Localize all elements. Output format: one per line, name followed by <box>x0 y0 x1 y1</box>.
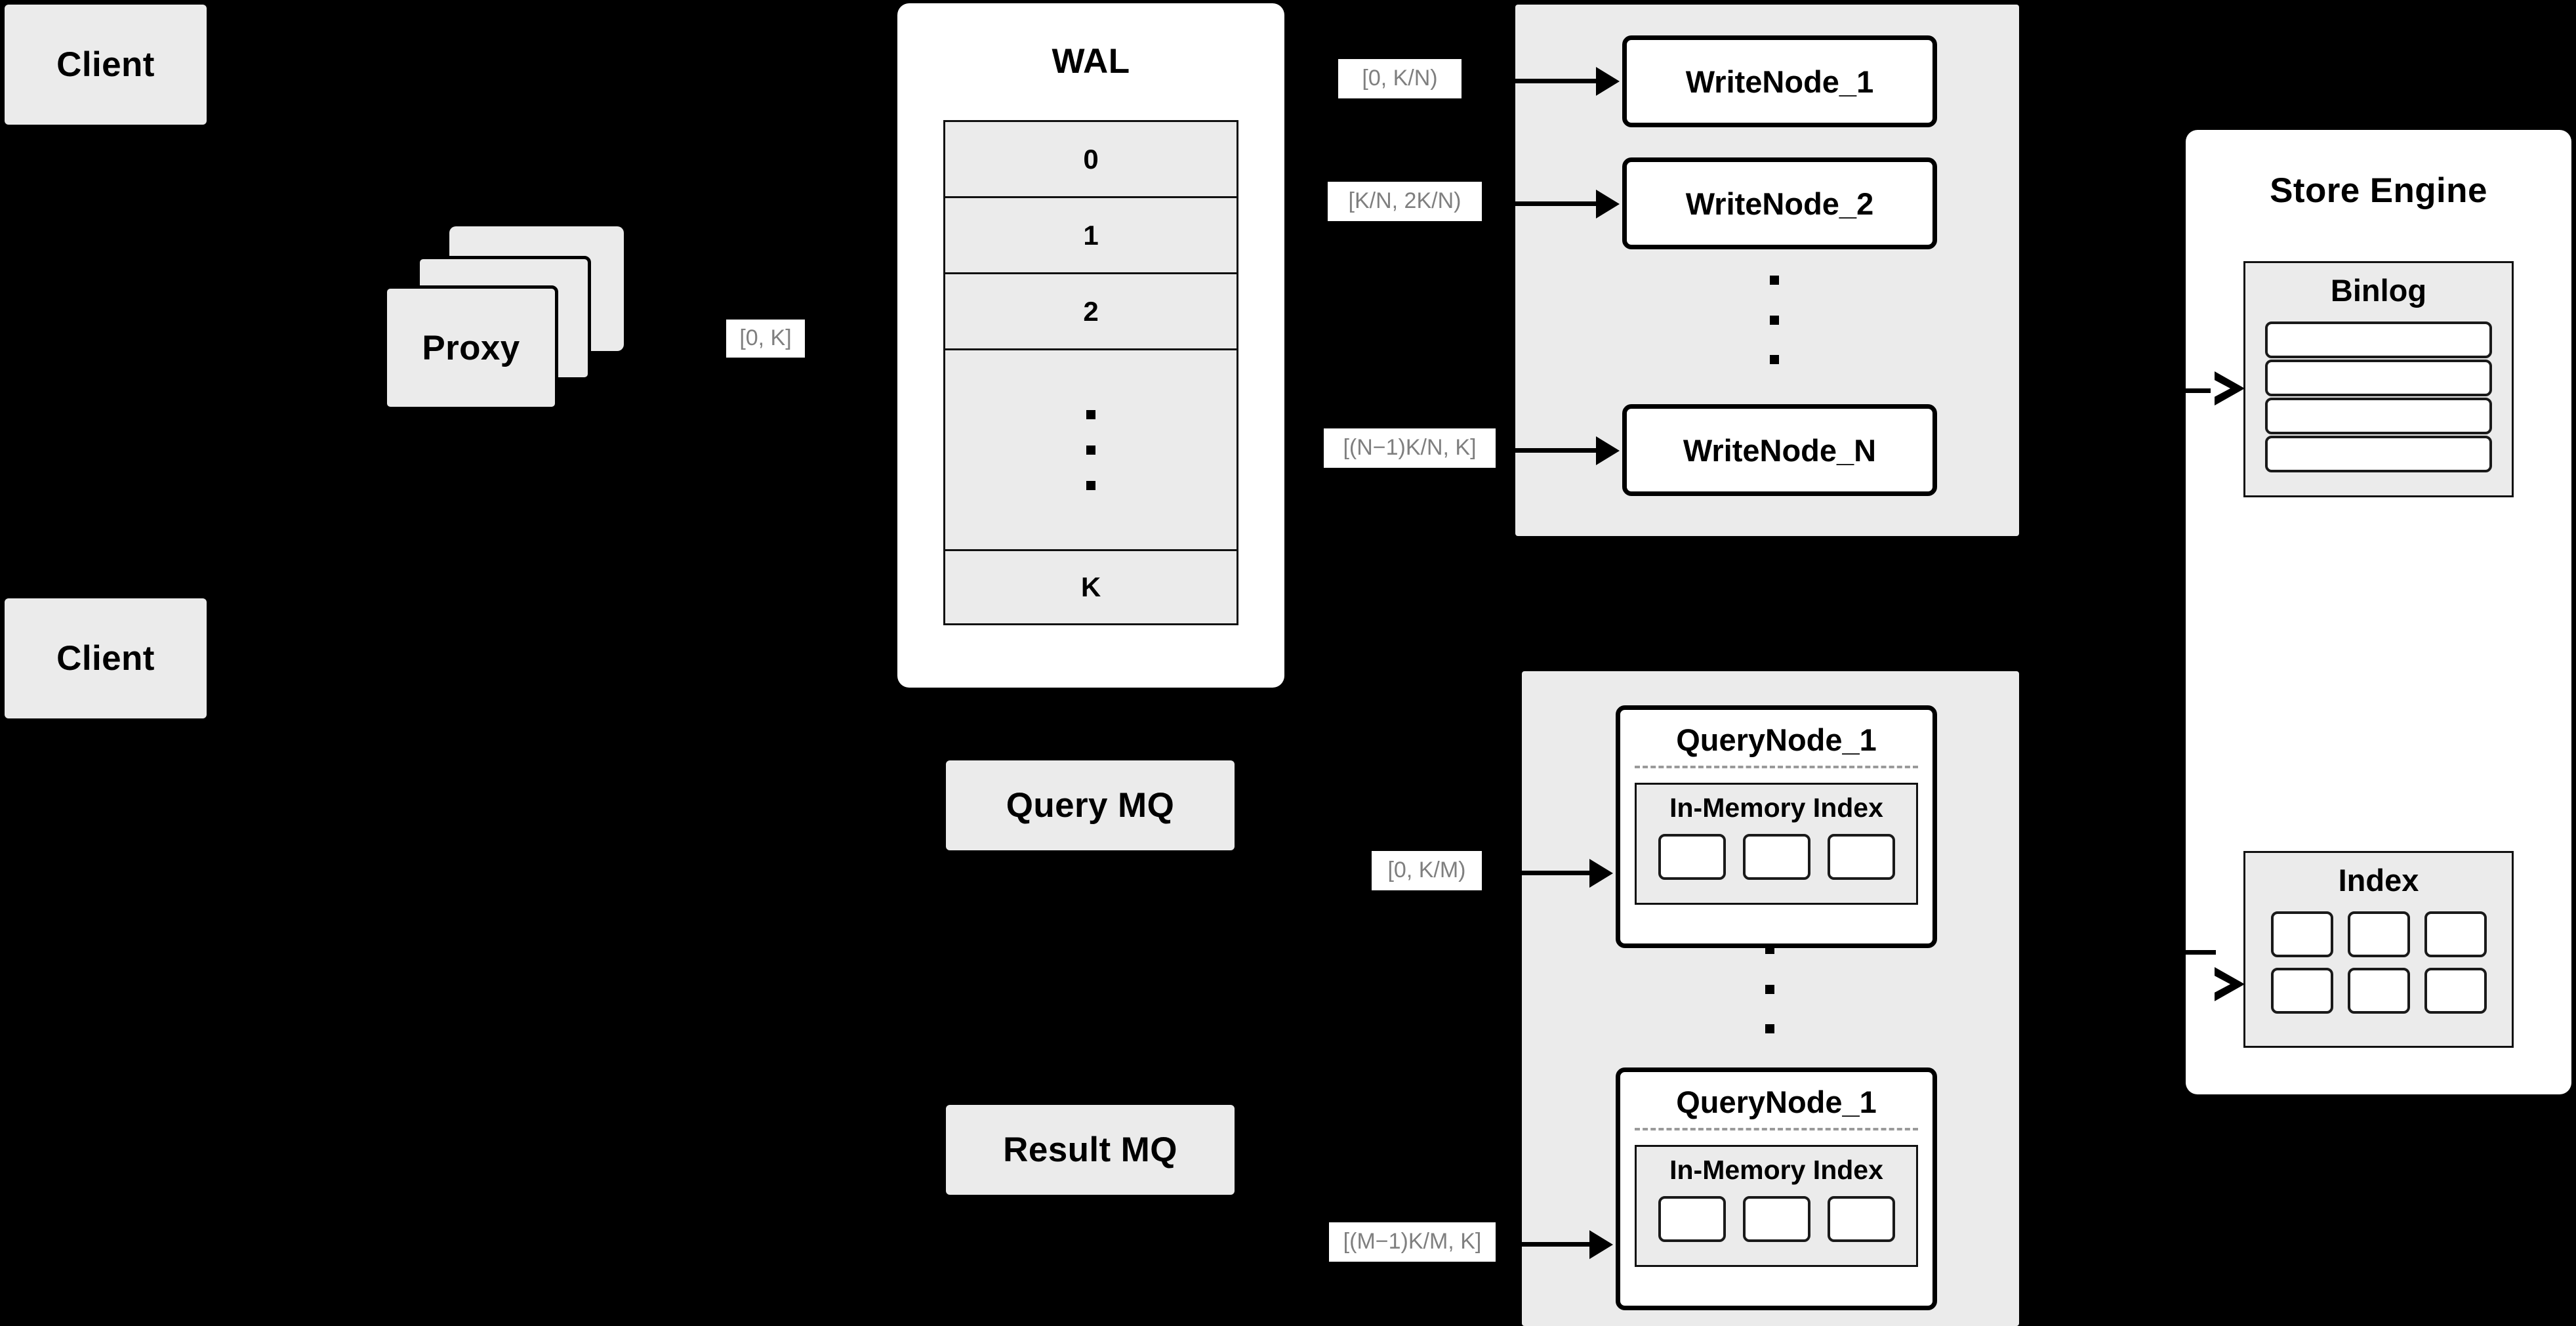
wal-cell-k: K <box>1080 571 1101 602</box>
wal-ellipsis-icon <box>1086 409 1095 490</box>
edge-label-writenode-1-range-text: [0, K/N) <box>1362 66 1438 91</box>
arrow-head-querynode-1 <box>1589 859 1613 888</box>
query-node-m-inner-index-title: In-Memory Index <box>1669 1155 1883 1185</box>
binlog-segment-2[interactable] <box>2265 360 2492 396</box>
query-node-m-divider <box>1635 1128 1918 1130</box>
query-mq-label: Query MQ <box>1006 786 1175 825</box>
write-node-n-label: WriteNode_N <box>1683 432 1877 468</box>
arrow-shaft-index <box>2186 950 2216 955</box>
result-mq-box[interactable]: Result MQ <box>946 1105 1235 1195</box>
result-mq-label: Result MQ <box>1003 1130 1177 1169</box>
query-node-1-segment-row <box>1637 834 1916 880</box>
client-label-1: Client <box>56 45 155 84</box>
write-node-2[interactable]: WriteNode_2 <box>1622 157 1937 249</box>
arrow-head-binlog <box>2211 371 2245 405</box>
index-segment-1[interactable] <box>2270 911 2333 957</box>
query-node-1-inner-index-title: In-Memory Index <box>1669 793 1883 823</box>
arrow-shaft-binlog <box>2186 388 2216 393</box>
edge-label-querynode-m-range: [(M−1)K/M, K] <box>1329 1222 1496 1262</box>
proxy-label: Proxy <box>422 328 520 367</box>
arrow-shaft-querynode-m <box>1522 1242 1591 1247</box>
query-node-1-segment-3[interactable] <box>1827 834 1895 880</box>
write-node-1[interactable]: WriteNode_1 <box>1622 35 1937 127</box>
wal-row-ellipsis <box>945 350 1237 551</box>
binlog-box: Binlog <box>2243 261 2514 497</box>
index-segment-3[interactable] <box>2424 911 2487 957</box>
client-box-1[interactable]: Client <box>5 5 207 125</box>
index-title: Index <box>2338 863 2419 898</box>
arrow-head-writenode-n <box>1596 436 1620 465</box>
wal-table: 0 1 2 K <box>943 120 1238 625</box>
wal-cell-2: 2 <box>1083 295 1099 327</box>
arrow-head-index <box>2211 967 2245 1001</box>
proxy-stack[interactable]: Proxy <box>380 217 656 433</box>
client-box-2[interactable]: Client <box>5 598 207 718</box>
wal-row-k[interactable]: K <box>945 551 1237 623</box>
edge-label-querynode-1-range: [0, K/M) <box>1372 851 1482 890</box>
binlog-segment-1[interactable] <box>2265 321 2492 358</box>
edge-label-querynode-m-range-text: [(M−1)K/M, K] <box>1343 1229 1482 1254</box>
wal-title: WAL <box>1052 42 1130 81</box>
edge-label-writenode-n-range: [(N−1)K/N, K] <box>1324 428 1496 468</box>
edge-label-proxy-range-text: [0, K] <box>739 325 792 351</box>
query-node-m-label: QueryNode_1 <box>1676 1085 1877 1119</box>
query-mq-box[interactable]: Query MQ <box>946 760 1235 850</box>
index-segment-grid <box>2245 911 2512 1014</box>
query-node-1-divider <box>1635 766 1918 768</box>
arrow-shaft-writenode-2 <box>1515 201 1597 206</box>
index-segment-4[interactable] <box>2270 968 2333 1014</box>
query-node-1-segment-2[interactable] <box>1742 834 1810 880</box>
wal-panel: WAL 0 1 2 K <box>897 3 1284 688</box>
query-node-m-inner-index: In-Memory Index <box>1635 1145 1918 1267</box>
index-segment-6[interactable] <box>2424 968 2487 1014</box>
arrow-shaft-writenode-1 <box>1515 79 1597 83</box>
edge-label-writenode-2-range-text: [K/N, 2K/N) <box>1348 188 1462 214</box>
edge-label-proxy-range: [0, K] <box>726 320 805 358</box>
arrow-shaft-writenode-n <box>1515 448 1597 453</box>
index-segment-2[interactable] <box>2347 911 2410 957</box>
index-segment-5[interactable] <box>2347 968 2410 1014</box>
query-cluster-ellipsis-icon <box>1763 945 1776 1033</box>
edge-label-writenode-2-range: [K/N, 2K/N) <box>1328 182 1482 221</box>
arrow-head-querynode-m <box>1589 1230 1613 1259</box>
write-node-1-label: WriteNode_1 <box>1685 64 1874 99</box>
wal-cell-0: 0 <box>1083 143 1099 175</box>
query-node-1[interactable]: QueryNode_1 In-Memory Index <box>1616 705 1937 948</box>
binlog-segment-3[interactable] <box>2265 398 2492 434</box>
store-engine-title: Store Engine <box>2270 171 2487 210</box>
write-node-2-label: WriteNode_2 <box>1685 186 1874 221</box>
index-box: Index <box>2243 851 2514 1048</box>
wal-row-0[interactable]: 0 <box>945 122 1237 199</box>
edge-label-writenode-1-range: [0, K/N) <box>1338 59 1462 98</box>
arrow-head-writenode-1 <box>1596 67 1620 96</box>
query-node-1-label: QueryNode_1 <box>1676 722 1877 757</box>
binlog-segment-stack <box>2265 321 2492 472</box>
arrow-head-writenode-2 <box>1596 190 1620 218</box>
query-node-m[interactable]: QueryNode_1 In-Memory Index <box>1616 1067 1937 1310</box>
arrow-shaft-querynode-1 <box>1522 871 1591 875</box>
edge-label-writenode-n-range-text: [(N−1)K/N, K] <box>1343 435 1477 461</box>
write-cluster-ellipsis-icon <box>1768 276 1781 364</box>
binlog-title: Binlog <box>2330 273 2427 308</box>
wal-row-1[interactable]: 1 <box>945 198 1237 275</box>
query-node-1-segment-1[interactable] <box>1658 834 1726 880</box>
proxy-card-front[interactable]: Proxy <box>384 285 558 410</box>
binlog-segment-4[interactable] <box>2265 436 2492 472</box>
query-node-m-segment-row <box>1637 1196 1916 1242</box>
query-node-1-inner-index: In-Memory Index <box>1635 783 1918 905</box>
wal-row-2[interactable]: 2 <box>945 274 1237 351</box>
edge-label-querynode-1-range-text: [0, K/M) <box>1387 858 1466 883</box>
query-node-m-segment-2[interactable] <box>1742 1196 1810 1242</box>
write-node-n[interactable]: WriteNode_N <box>1622 404 1937 496</box>
wal-cell-1: 1 <box>1083 219 1099 251</box>
query-node-m-segment-3[interactable] <box>1827 1196 1895 1242</box>
query-node-m-segment-1[interactable] <box>1658 1196 1726 1242</box>
client-label-2: Client <box>56 639 155 678</box>
